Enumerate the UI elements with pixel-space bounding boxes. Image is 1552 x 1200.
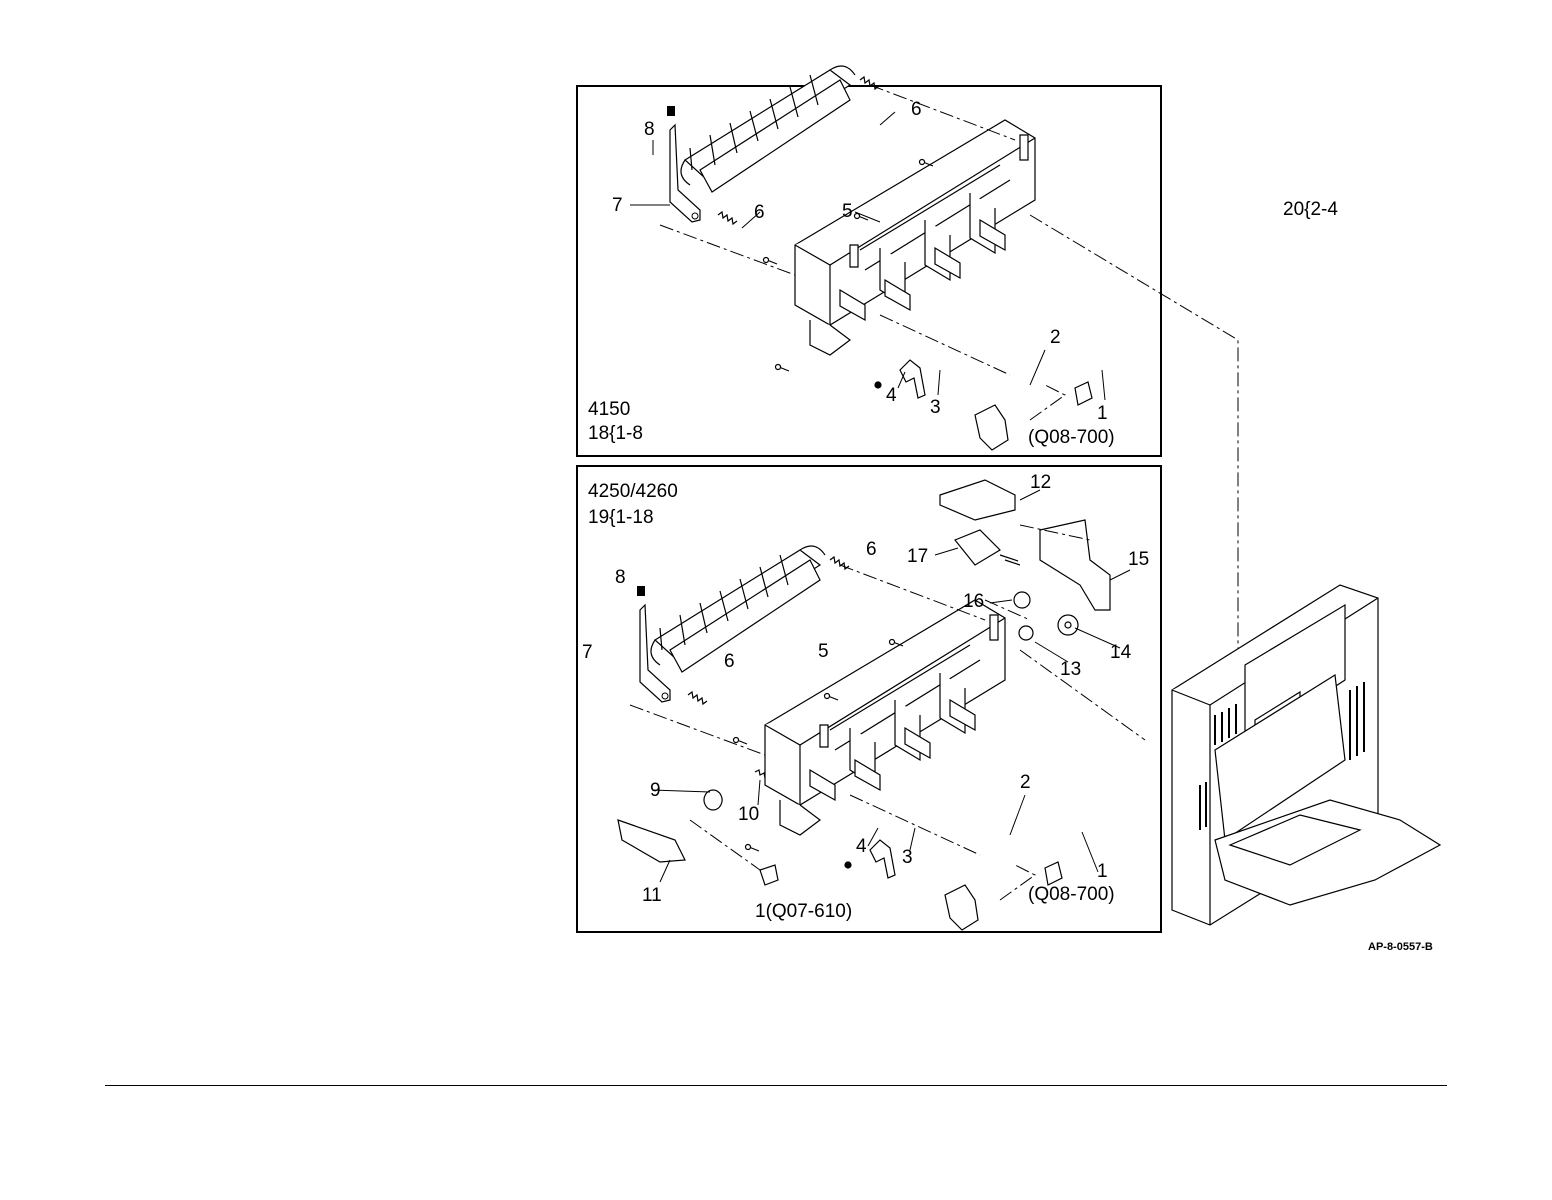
cover-part-12: [940, 480, 1015, 520]
callout-bottom-6a: 6: [866, 540, 877, 560]
footer-rule: [105, 1085, 1447, 1086]
qcode-label-bottom: (Q08-700): [1028, 885, 1115, 905]
callout-top-7: 7: [612, 196, 623, 216]
callout-bottom-9: 9: [650, 781, 661, 801]
callout-bottom-1: 1: [1097, 862, 1108, 882]
gear-part-16: [1014, 592, 1030, 608]
model-label-top: 4150: [588, 400, 630, 420]
callout-bottom-3: 3: [902, 848, 913, 868]
callout-top-3: 3: [930, 398, 941, 418]
callout-top-6a: 6: [911, 100, 922, 120]
callout-bottom-2: 2: [1020, 773, 1031, 793]
callout-bottom-11: 11: [642, 886, 662, 906]
knob-part-9: [704, 790, 722, 810]
main-unit-drawing: [1172, 585, 1440, 925]
callout-bottom-5: 5: [818, 642, 829, 662]
callout-top-2: 2: [1050, 328, 1061, 348]
bracket-part-15: [1040, 520, 1110, 610]
callout-bottom-6b: 6: [724, 652, 735, 672]
callout-bottom-14: 14: [1110, 643, 1131, 663]
model-label-bottom: 4250/4260: [588, 482, 678, 502]
motor-part-17: [955, 530, 1000, 565]
callout-top-5: 5: [842, 202, 853, 222]
callout-bottom-4: 4: [856, 837, 867, 857]
callout-bottom-17: 17: [907, 547, 928, 567]
callout-bottom-10: 10: [738, 805, 759, 825]
callout-bottom-13: 13: [1060, 660, 1081, 680]
spring-part-10: [755, 770, 765, 778]
callout-bottom-15: 15: [1128, 550, 1149, 570]
reference-label-right: 20{2-4: [1283, 200, 1338, 220]
reference-label-bottom: 19{1-18: [588, 508, 654, 528]
callout-bottom-7: 7: [582, 643, 593, 663]
callout-top-8: 8: [644, 120, 655, 140]
callout-bottom-12: 12: [1030, 473, 1051, 493]
callout-top-6b: 6: [754, 203, 765, 223]
sensor-part-1b: [760, 865, 778, 885]
callout-top-4: 4: [886, 386, 897, 406]
qcode-label-bottom-2: 1(Q07-610): [755, 902, 852, 922]
callout-bottom-8: 8: [615, 568, 626, 588]
reference-label-top: 18{1-8: [588, 424, 643, 444]
figure-code: AP-8-0557-B: [1368, 941, 1433, 953]
qcode-label-top: (Q08-700): [1028, 428, 1115, 448]
bracket-part-11: [618, 820, 685, 862]
callout-top-1: 1: [1097, 404, 1108, 424]
callout-bottom-16: 16: [963, 592, 984, 612]
gear-part-13: [1019, 626, 1033, 640]
